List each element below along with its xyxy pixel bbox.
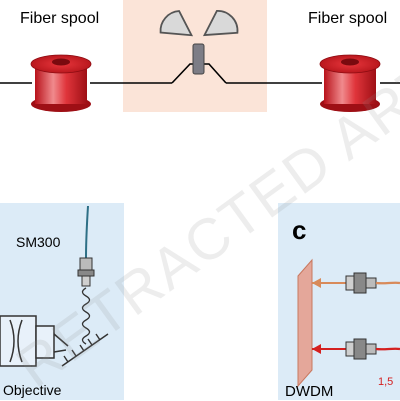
- red-wavelength-label: 1,5: [378, 376, 394, 388]
- fiber-spool-label-right: Fiber spool: [308, 10, 388, 27]
- dwdm-label: DWDM: [285, 383, 334, 400]
- objective-label: Objective: [3, 382, 62, 398]
- panel-c-label: c: [292, 215, 307, 245]
- polarization-controller: [159, 9, 239, 75]
- wavy-beam: [81, 287, 91, 345]
- orange-beam: [312, 278, 346, 288]
- objective-lens: [0, 315, 69, 367]
- fiber-spool-right: [319, 54, 381, 112]
- fiber-spool-label-left: Fiber spool: [20, 10, 100, 27]
- mirror: [61, 333, 109, 367]
- connector-top: [345, 272, 400, 294]
- red-beam: [312, 344, 346, 354]
- sm300-fiber: [77, 205, 95, 287]
- sm300-label: SM300: [16, 234, 61, 250]
- panel-b-background: [0, 203, 124, 400]
- dwdm-filter: [297, 258, 313, 388]
- fiber-spool-left: [30, 54, 92, 112]
- connector-bottom: [345, 338, 400, 360]
